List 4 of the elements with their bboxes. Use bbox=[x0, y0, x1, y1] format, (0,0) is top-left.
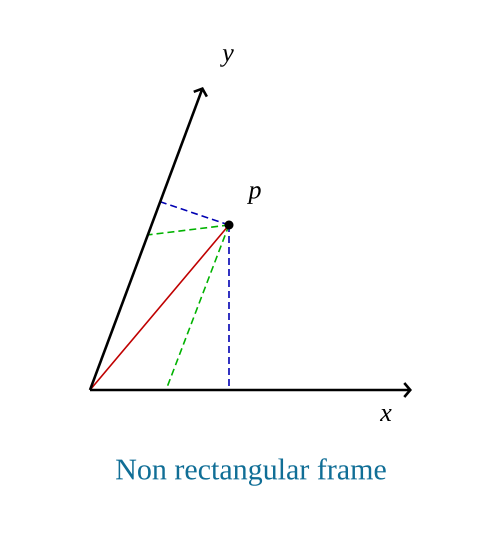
axis-label: x bbox=[380, 409, 392, 421]
point-label: p bbox=[246, 186, 261, 204]
axis-label: y bbox=[220, 49, 234, 67]
caption: Non rectangular frame bbox=[116, 458, 386, 486]
